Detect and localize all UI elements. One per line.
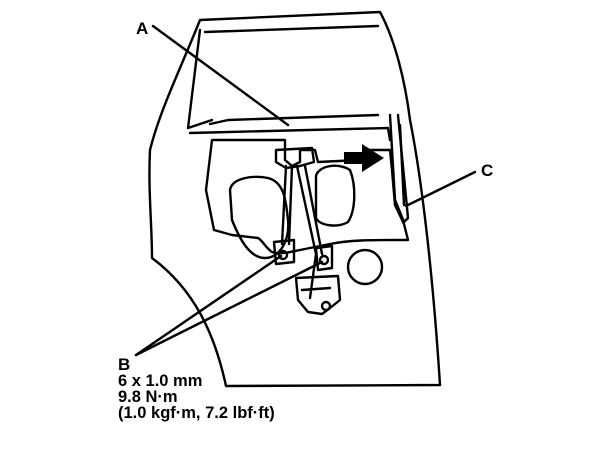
bolt-left (277, 249, 289, 261)
window-frame-top (203, 24, 380, 34)
arrow-right-icon (344, 144, 384, 172)
glass-bracket (274, 146, 316, 170)
callout-b: B (118, 355, 130, 374)
torque-alt: (1.0 kgf·m, 7.2 lbf·ft) (118, 404, 275, 422)
window-frame-inner (186, 28, 214, 130)
leader-b1 (134, 254, 283, 357)
callout-c: C (481, 161, 493, 180)
leader-a (151, 24, 290, 127)
leader-b2 (134, 260, 324, 357)
bolt-size: 6 x 1.0 mm (118, 372, 202, 390)
bolt-right (318, 254, 330, 266)
bolt-bracket-left (272, 238, 296, 266)
service-hole-right (314, 164, 356, 227)
service-hole-left (228, 175, 290, 260)
door-belt-line (188, 126, 392, 142)
torque-nm: 9.8 N·m (118, 388, 178, 406)
regulator-motor (294, 274, 342, 316)
callout-a: A (136, 19, 148, 38)
leader-c (404, 170, 477, 208)
glass-edge (208, 113, 380, 126)
bolt-bracket-right (314, 244, 334, 272)
regulator-rail-left (280, 164, 288, 246)
round-hole (346, 248, 384, 286)
door-outline (148, 10, 442, 388)
